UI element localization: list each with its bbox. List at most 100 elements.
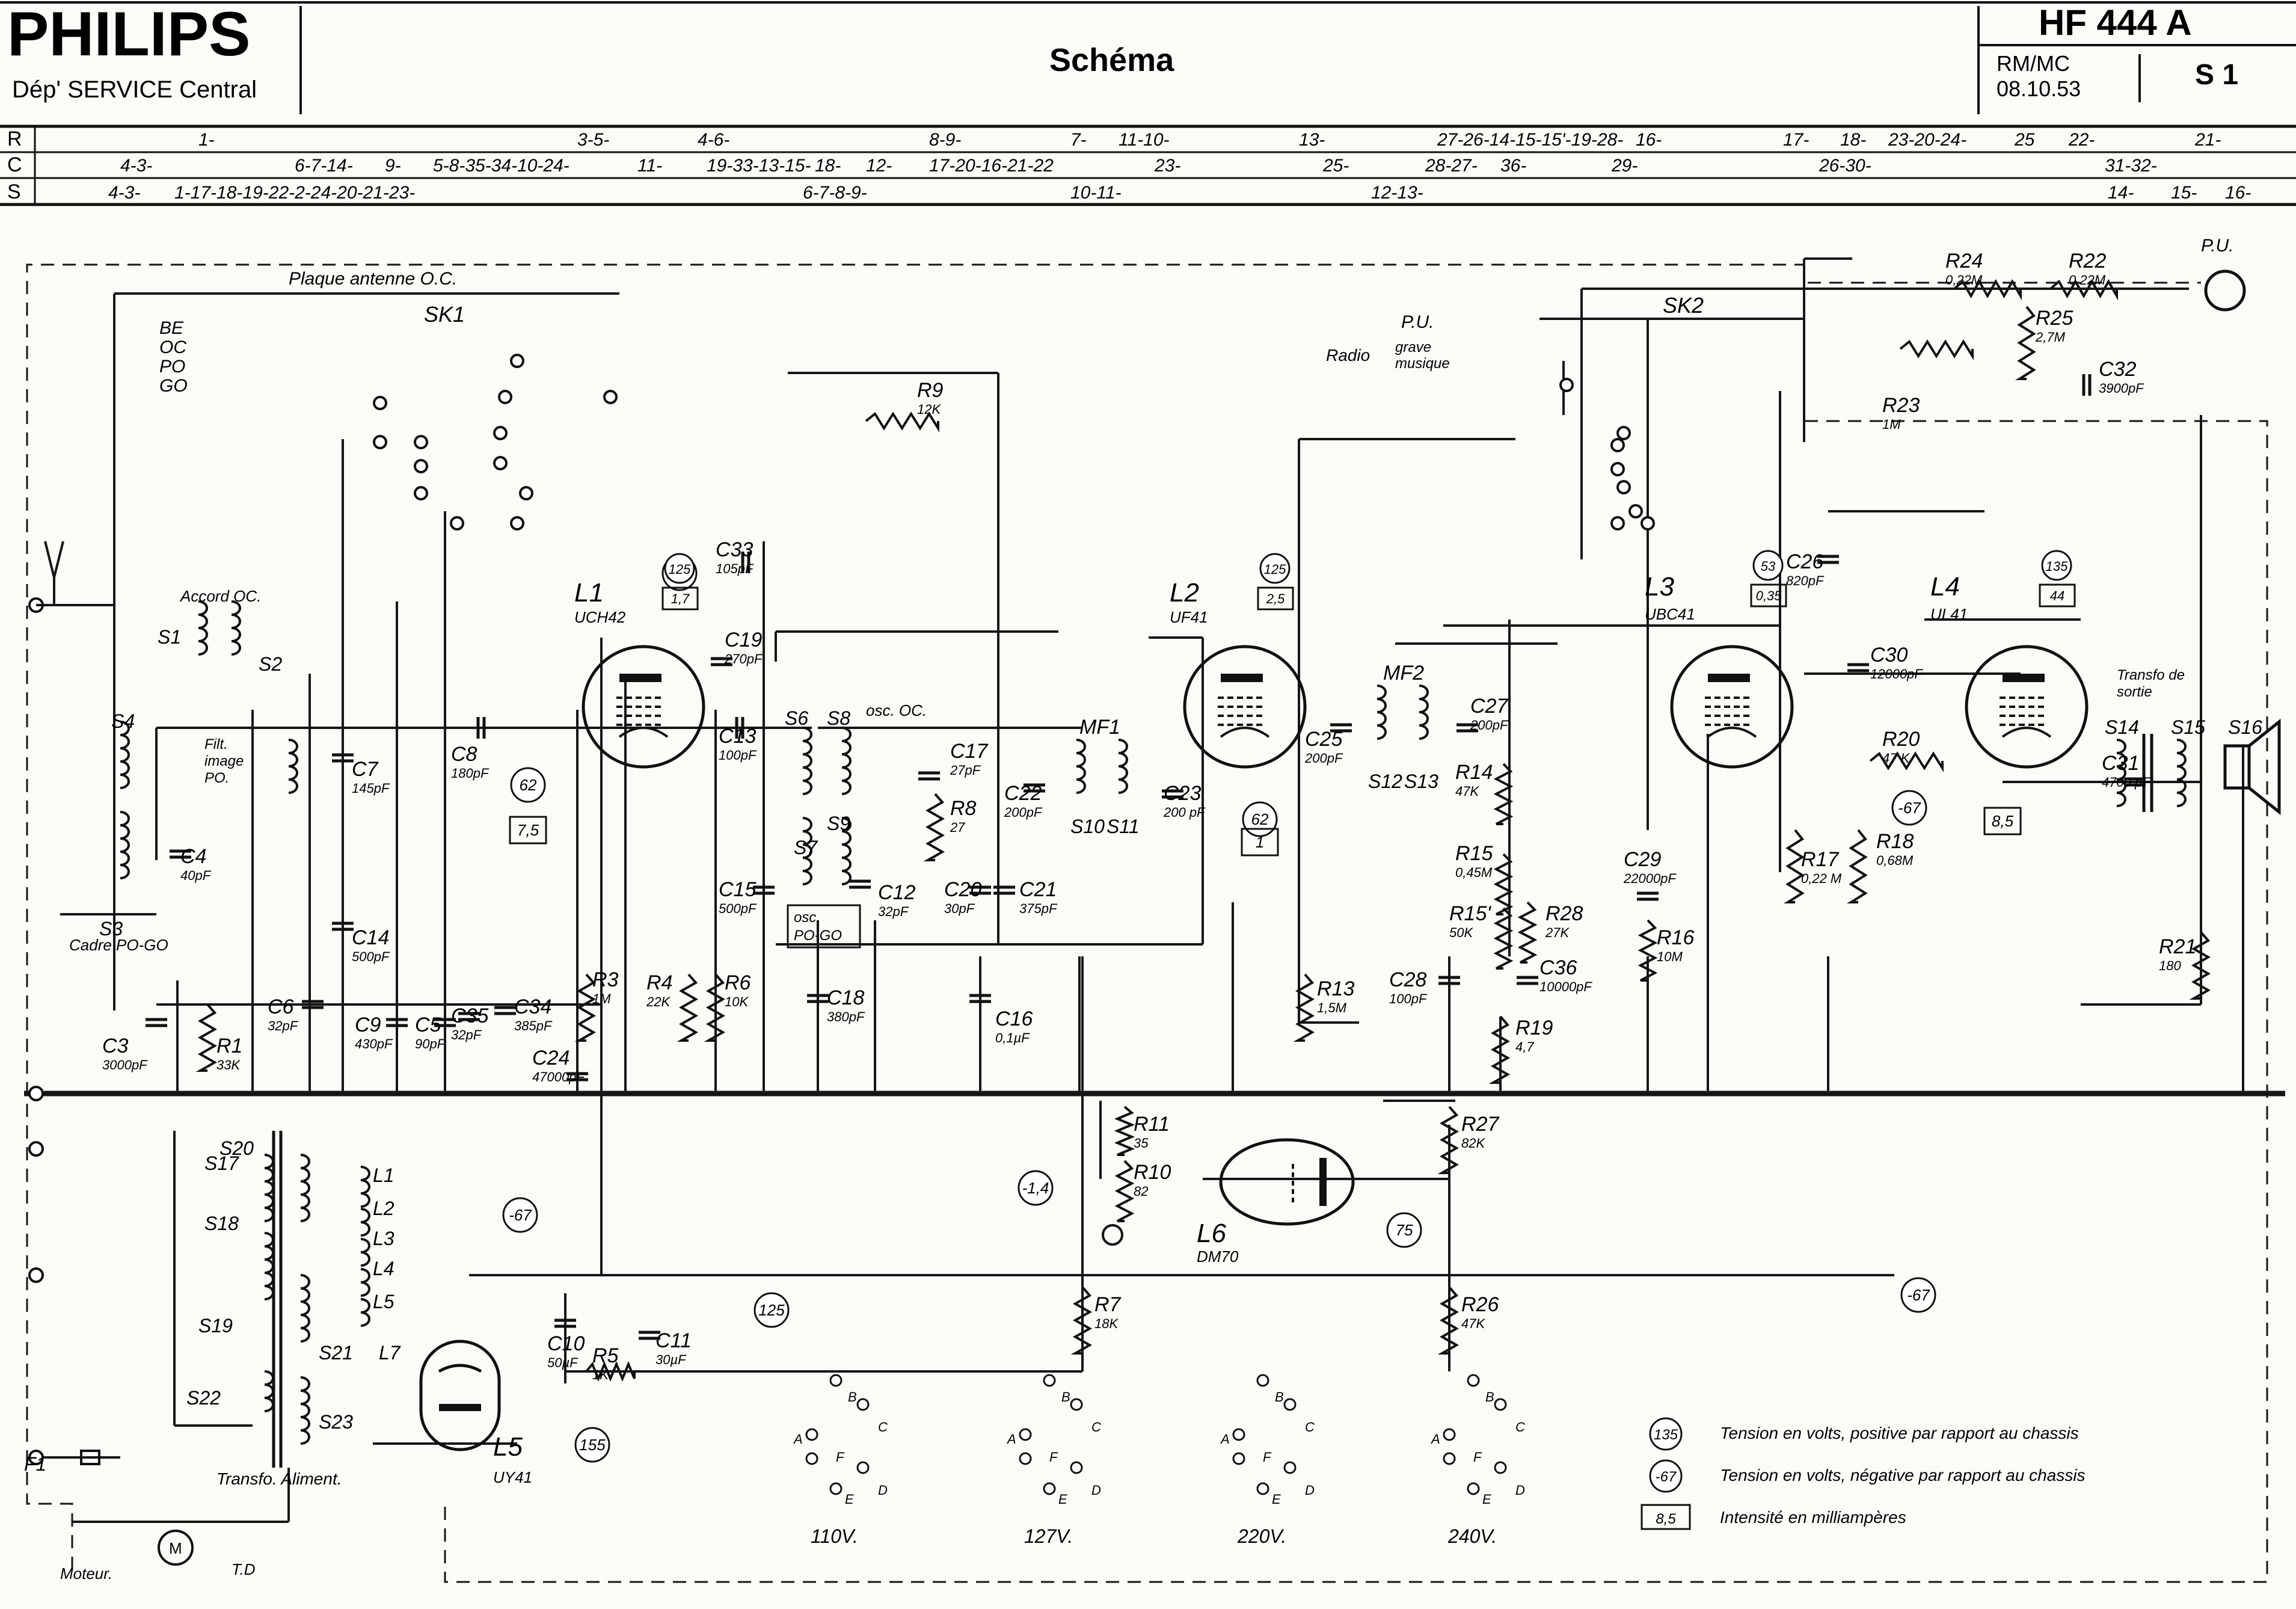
index-entry: 26-30- [1819,156,1871,176]
component-value: 100pF [1389,991,1428,1006]
capacitor-c9 [386,1018,408,1027]
capacitor-c19 [711,657,732,666]
tube-l6 [1219,1138,1355,1226]
component-ref: C11 [655,1329,692,1352]
selector-letter: E [1058,1492,1067,1507]
tube-type: UY41 [493,1468,532,1486]
component-value: 500pF [352,949,390,964]
component-value: 200pF [1304,751,1343,766]
turntable-drive-label: T.D [232,1560,256,1578]
component-ref: R3 [592,968,619,991]
voltage-badge-text: 75 [1396,1221,1413,1239]
component-ref: C9 [355,1014,381,1036]
component-value: 50µF [547,1355,579,1370]
component-value: 2,7M [2035,330,2066,345]
coil-l5 [360,1298,370,1327]
tube-ma-box [661,586,699,611]
index-entry: 25- [1322,156,1349,176]
capacitor-c3 [146,1018,167,1027]
switch-contact [414,486,428,500]
band-label: OC [159,337,186,357]
model-number: HF 444 A [2039,2,2192,43]
capacitor-c15 [753,885,775,895]
component-labels: R133KR31MR422KR51KR610KR718KR827R912KR10… [24,236,2262,1583]
component-value: 4700 pF [2102,775,2151,790]
coil-l1 [360,1238,370,1267]
capacitor-c12 [849,879,871,889]
component-value: 82K [1461,1136,1485,1151]
index-row-letter: C [7,153,22,176]
resistor-r21 [2189,931,2211,1000]
osc-pogo-label: osc. [794,909,820,926]
switch-contact [1559,378,1574,392]
coil-s15 [2176,739,2187,807]
voltage-badge: 62 [510,767,546,803]
capacitor-c16 [969,994,991,1003]
coil-l2 [360,1208,370,1237]
tube-ma: 2,5 [1266,591,1285,606]
index-entry: 3-5- [577,130,609,150]
switch-contact [1610,462,1625,476]
switch-contact [519,486,533,500]
component-ref: C36 [1539,956,1577,979]
resistor-r3 [574,973,597,1042]
capacitor-c21 [993,885,1015,895]
component-value: 270pF [724,651,763,666]
band-label: PO [159,357,185,377]
component-ref: R6 [725,971,751,994]
index-entry: 25 [2014,130,2035,150]
winding-label: S19 [198,1315,233,1337]
sheet-number: S 1 [2195,59,2238,91]
resistor-r15p [1493,907,1514,970]
component-ref: R1 [216,1035,242,1057]
component-value: 105pF [716,561,754,576]
tube-type: DM70 [1197,1248,1239,1266]
component-value: 430pF [355,1036,393,1051]
component-ref: C30 [1870,644,1908,666]
index-entry: 9- [385,156,401,176]
index-entry: 18- [1840,130,1866,150]
component-ref: R18 [1876,830,1914,853]
filter-image-label: Filt. [204,736,228,752]
tube-volts: 125 [1264,562,1286,577]
fuse-f1 [80,1450,100,1465]
resistor-r1 [195,1003,218,1072]
component-value: 0,22M [1945,272,1983,288]
component-ref: C22 [1004,782,1042,805]
switch-contact [493,456,508,470]
index-entry: 17- [1783,130,1809,150]
index-entry: 1-17-18-19-22-2-24-20-21-23- [174,183,415,203]
resistor-r17 [1784,829,1805,903]
frame-antenna-label: Cadre PO-GO [69,936,168,954]
coil-l4 [360,1268,370,1297]
accord-oc-label: Accord OC. [179,587,261,605]
component-value: 10000pF [1539,979,1592,994]
index-row-letter: S [7,180,21,203]
capacitor-c36 [1517,976,1538,985]
component-ref: C18 [827,986,864,1009]
voltage-badge-text: 62 [1251,810,1269,828]
index-entry: 36- [1500,156,1526,176]
resistor-r7 [1070,1286,1093,1355]
resistor-r22 [2049,278,2118,301]
coil-s17 [264,1154,274,1222]
selector-letter: B [1485,1389,1494,1404]
component-value: 0,22M [2069,272,2106,288]
component-ref: C4 [180,845,206,868]
tube-name: L4 [1930,572,1960,601]
switch-contact [510,516,524,531]
selector-letter: C [1515,1420,1525,1435]
capacitor-c11 [639,1331,660,1340]
capacitor-c23 [1162,789,1183,799]
pu-label: P.U. [1401,312,1434,332]
selector-letter: E [1272,1492,1281,1507]
component-ref: R27 [1461,1113,1499,1136]
component-value: 0,45M [1455,865,1493,880]
index-entry: 11- [637,156,662,176]
component-ref: R17 [1801,848,1839,871]
capacitor-c14 [332,921,354,931]
capacitor-c34 [494,1006,516,1015]
